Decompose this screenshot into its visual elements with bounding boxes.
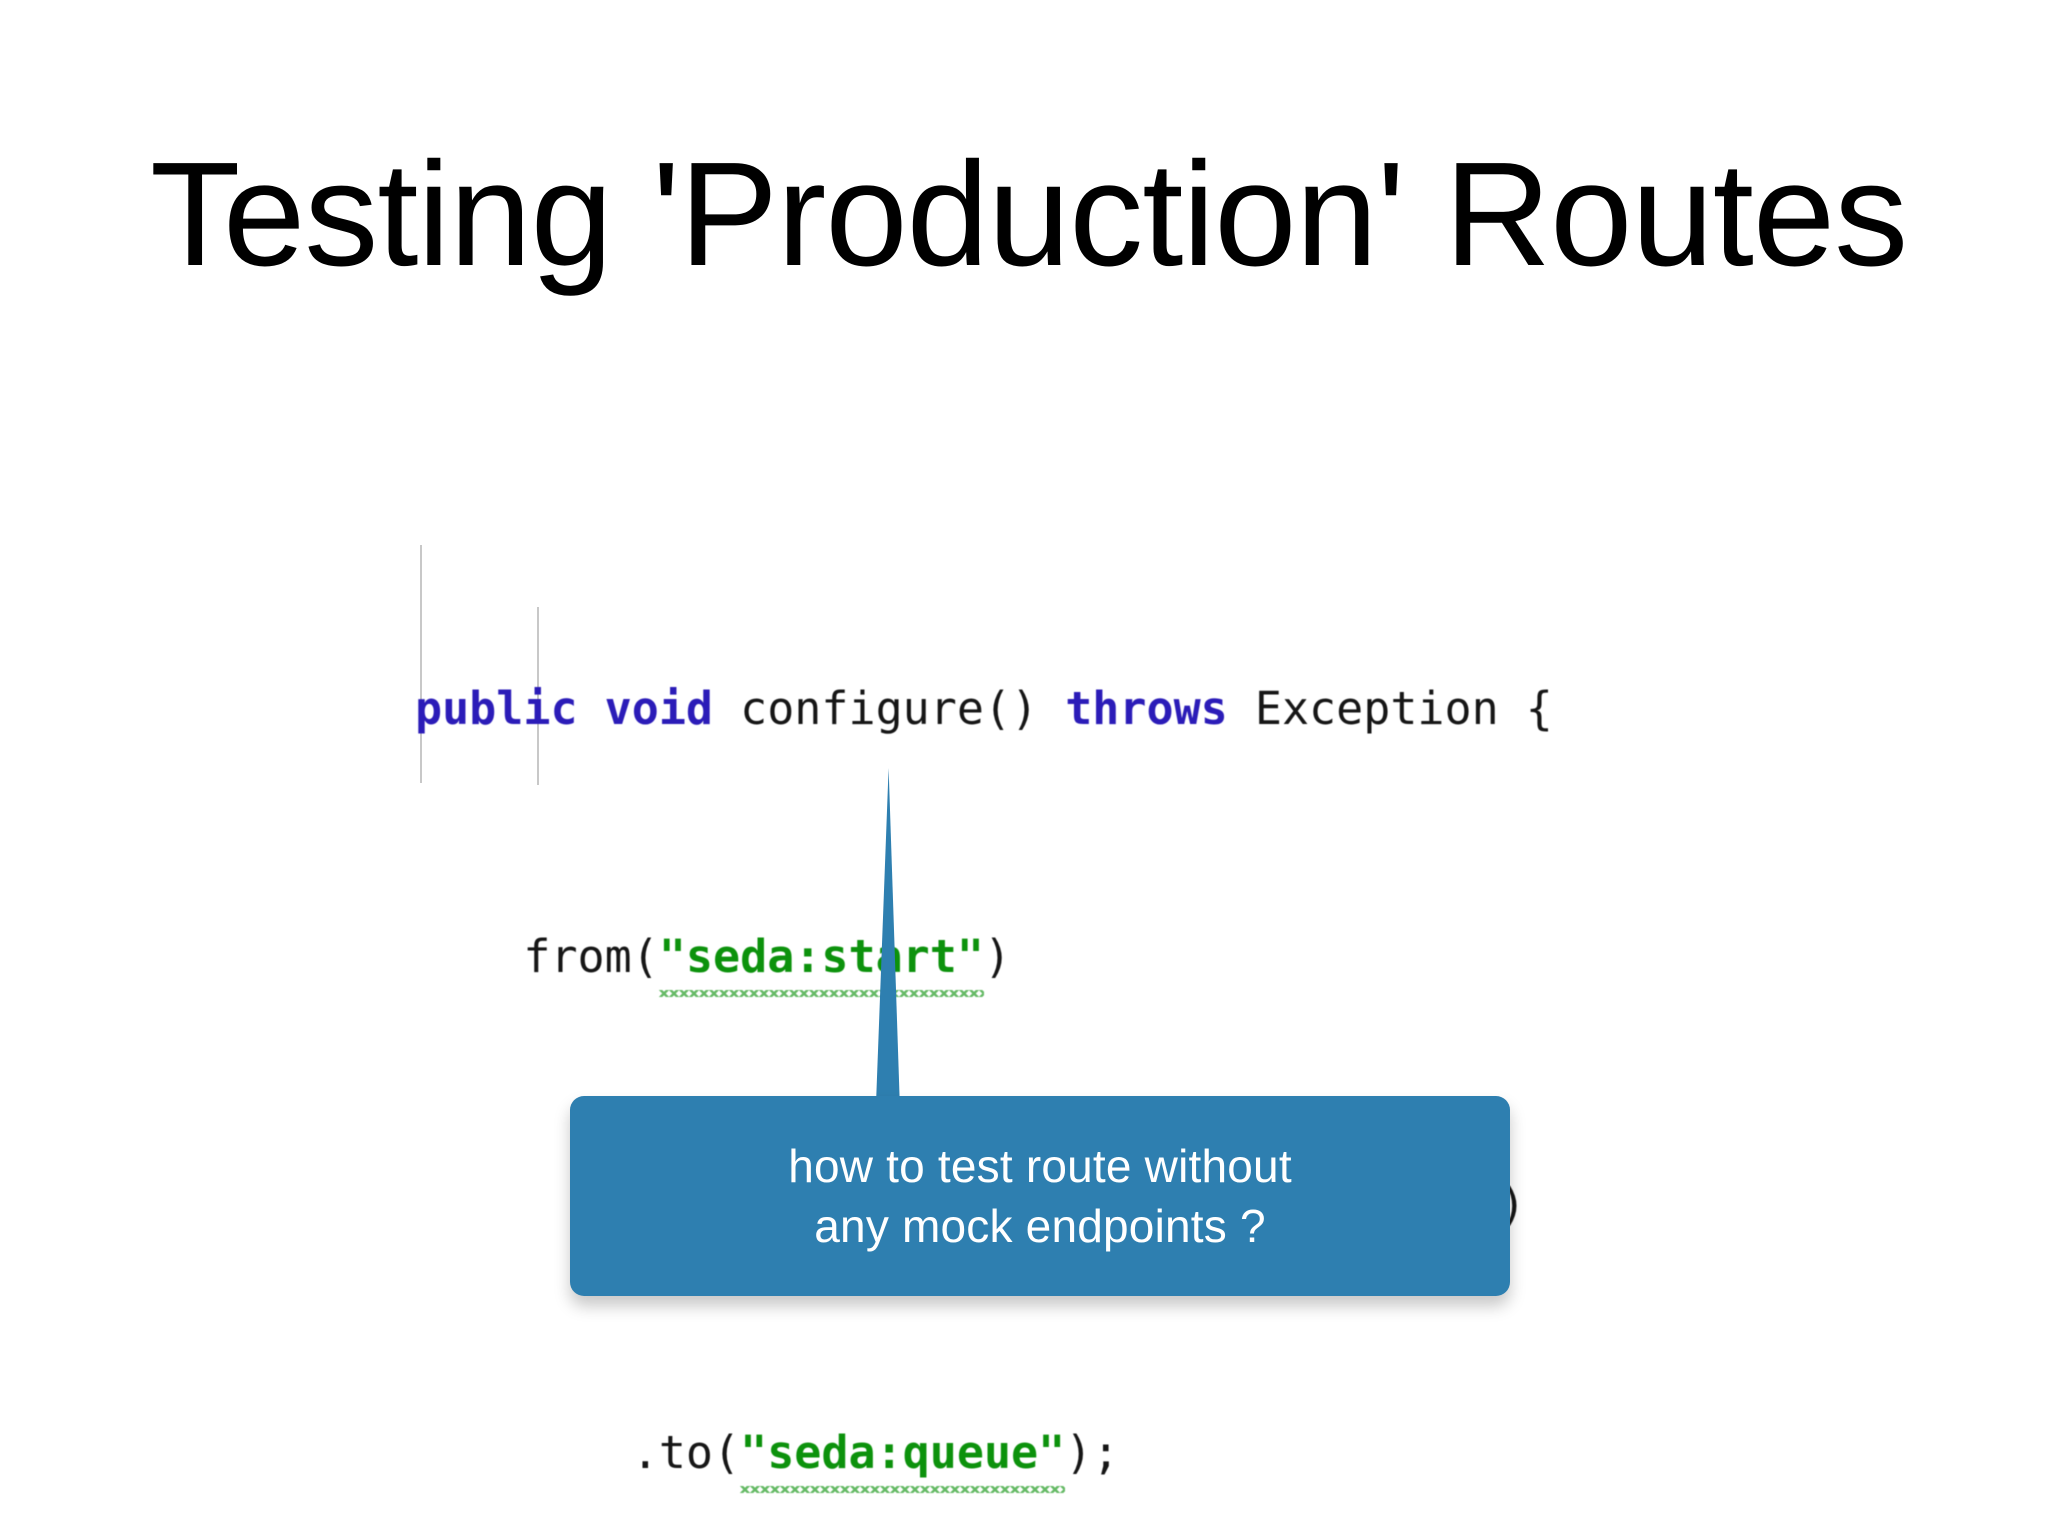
- code-token-from-call: from(: [415, 930, 659, 983]
- indent-guide-line: [420, 545, 422, 783]
- code-token-paren-close: ): [983, 930, 1012, 983]
- code-token-to-call: .to(: [415, 1426, 741, 1479]
- code-snippet: public void configure() throws Exception…: [415, 492, 1553, 1536]
- annotation-callout: how to test route without any mock endpo…: [570, 1096, 1510, 1296]
- code-line: from("seda:start"): [415, 926, 1553, 997]
- code-line: public void configure() throws Exception…: [415, 678, 1553, 740]
- annotation-callout-text: how to test route without any mock endpo…: [788, 1140, 1292, 1252]
- indent-guide-line: [537, 607, 539, 785]
- code-token-keyword-public-void: public void: [415, 682, 741, 735]
- page-title: Testing 'Production' Routes: [150, 132, 1908, 297]
- code-token-string-seda-queue: "seda:queue": [740, 1422, 1066, 1493]
- code-token-keyword-throws: throws: [1065, 682, 1255, 735]
- code-token-exception-open-brace: Exception {: [1254, 682, 1553, 735]
- code-token-string-seda-start: "seda:start": [658, 926, 985, 997]
- code-token-paren-semicolon: );: [1065, 1426, 1120, 1479]
- code-line: .to("seda:queue");: [415, 1422, 1553, 1493]
- code-token-configure: configure(): [740, 682, 1066, 735]
